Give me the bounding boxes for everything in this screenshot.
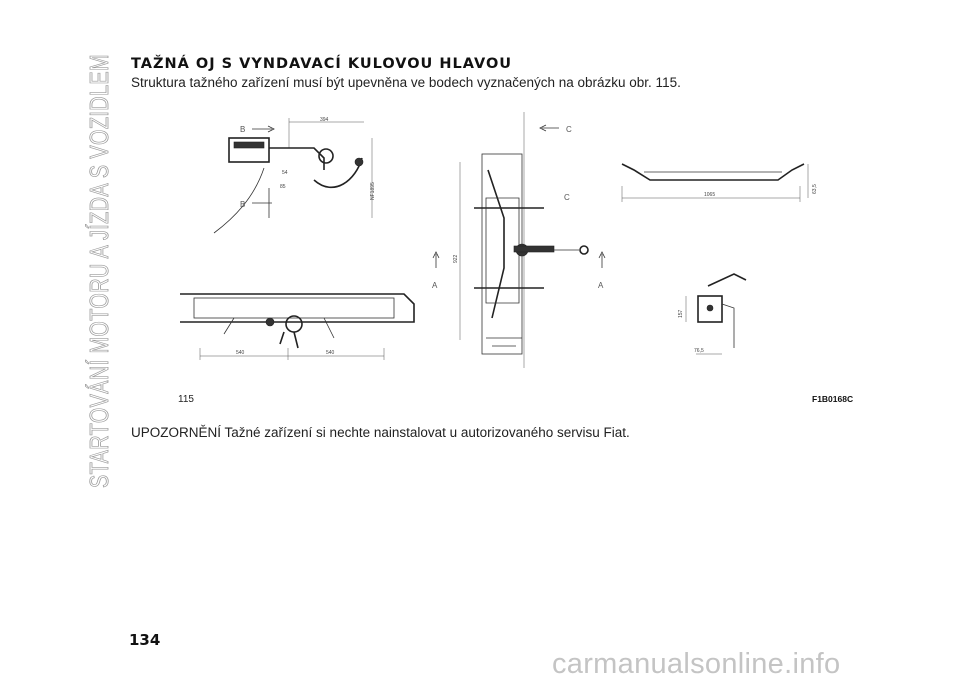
side-view-b: 394 B B NF1895 54 85: [213, 117, 376, 234]
page-title: TAŽNÁ OJ S VYNDAVACÍ KULOVOU HLAVOU: [131, 56, 513, 72]
svg-text:1065: 1065: [704, 192, 715, 198]
svg-text:76,5: 76,5: [694, 348, 704, 354]
svg-text:922: 922: [453, 254, 459, 263]
svg-text:B: B: [240, 200, 245, 209]
svg-text:540: 540: [326, 350, 335, 356]
section-title-vertical: STARTOVÁNÍ MOTORU A JÍZDA S VOZIDLEM: [84, 54, 114, 488]
rear-view: 1065 63,5: [621, 163, 818, 202]
svg-text:157: 157: [678, 309, 684, 318]
technical-drawing: 394 B B NF1895 54 85 C C: [174, 108, 864, 408]
svg-text:54: 54: [282, 170, 288, 176]
watermark: carmanualsonline.info: [552, 648, 841, 680]
underside-view: 540 540: [180, 293, 415, 360]
figure-number: 115: [178, 394, 194, 405]
svg-text:C: C: [566, 125, 572, 134]
intro-paragraph: Struktura tažného zařízení musí být upev…: [131, 75, 681, 90]
svg-text:540: 540: [236, 350, 245, 356]
warning-paragraph: UPOZORNĚNÍ Tažné zařízení si nechte nain…: [131, 425, 630, 440]
top-view-frame: C C 922 A A: [432, 112, 606, 368]
svg-text:B: B: [240, 125, 245, 134]
svg-text:394: 394: [320, 117, 329, 123]
svg-text:A: A: [598, 281, 604, 290]
section-side-tab: STARTOVÁNÍ MOTORU A JÍZDA S VOZIDLEM: [84, 48, 116, 489]
svg-text:A: A: [432, 281, 438, 290]
svg-text:NF1895: NF1895: [370, 182, 376, 200]
svg-text:C: C: [564, 193, 570, 202]
figure-code: F1B0168C: [812, 394, 854, 404]
svg-text:63,5: 63,5: [812, 184, 818, 194]
svg-text:85: 85: [280, 184, 286, 190]
detail-view: 157 76,5: [678, 273, 747, 355]
page-number: 134: [129, 631, 161, 649]
